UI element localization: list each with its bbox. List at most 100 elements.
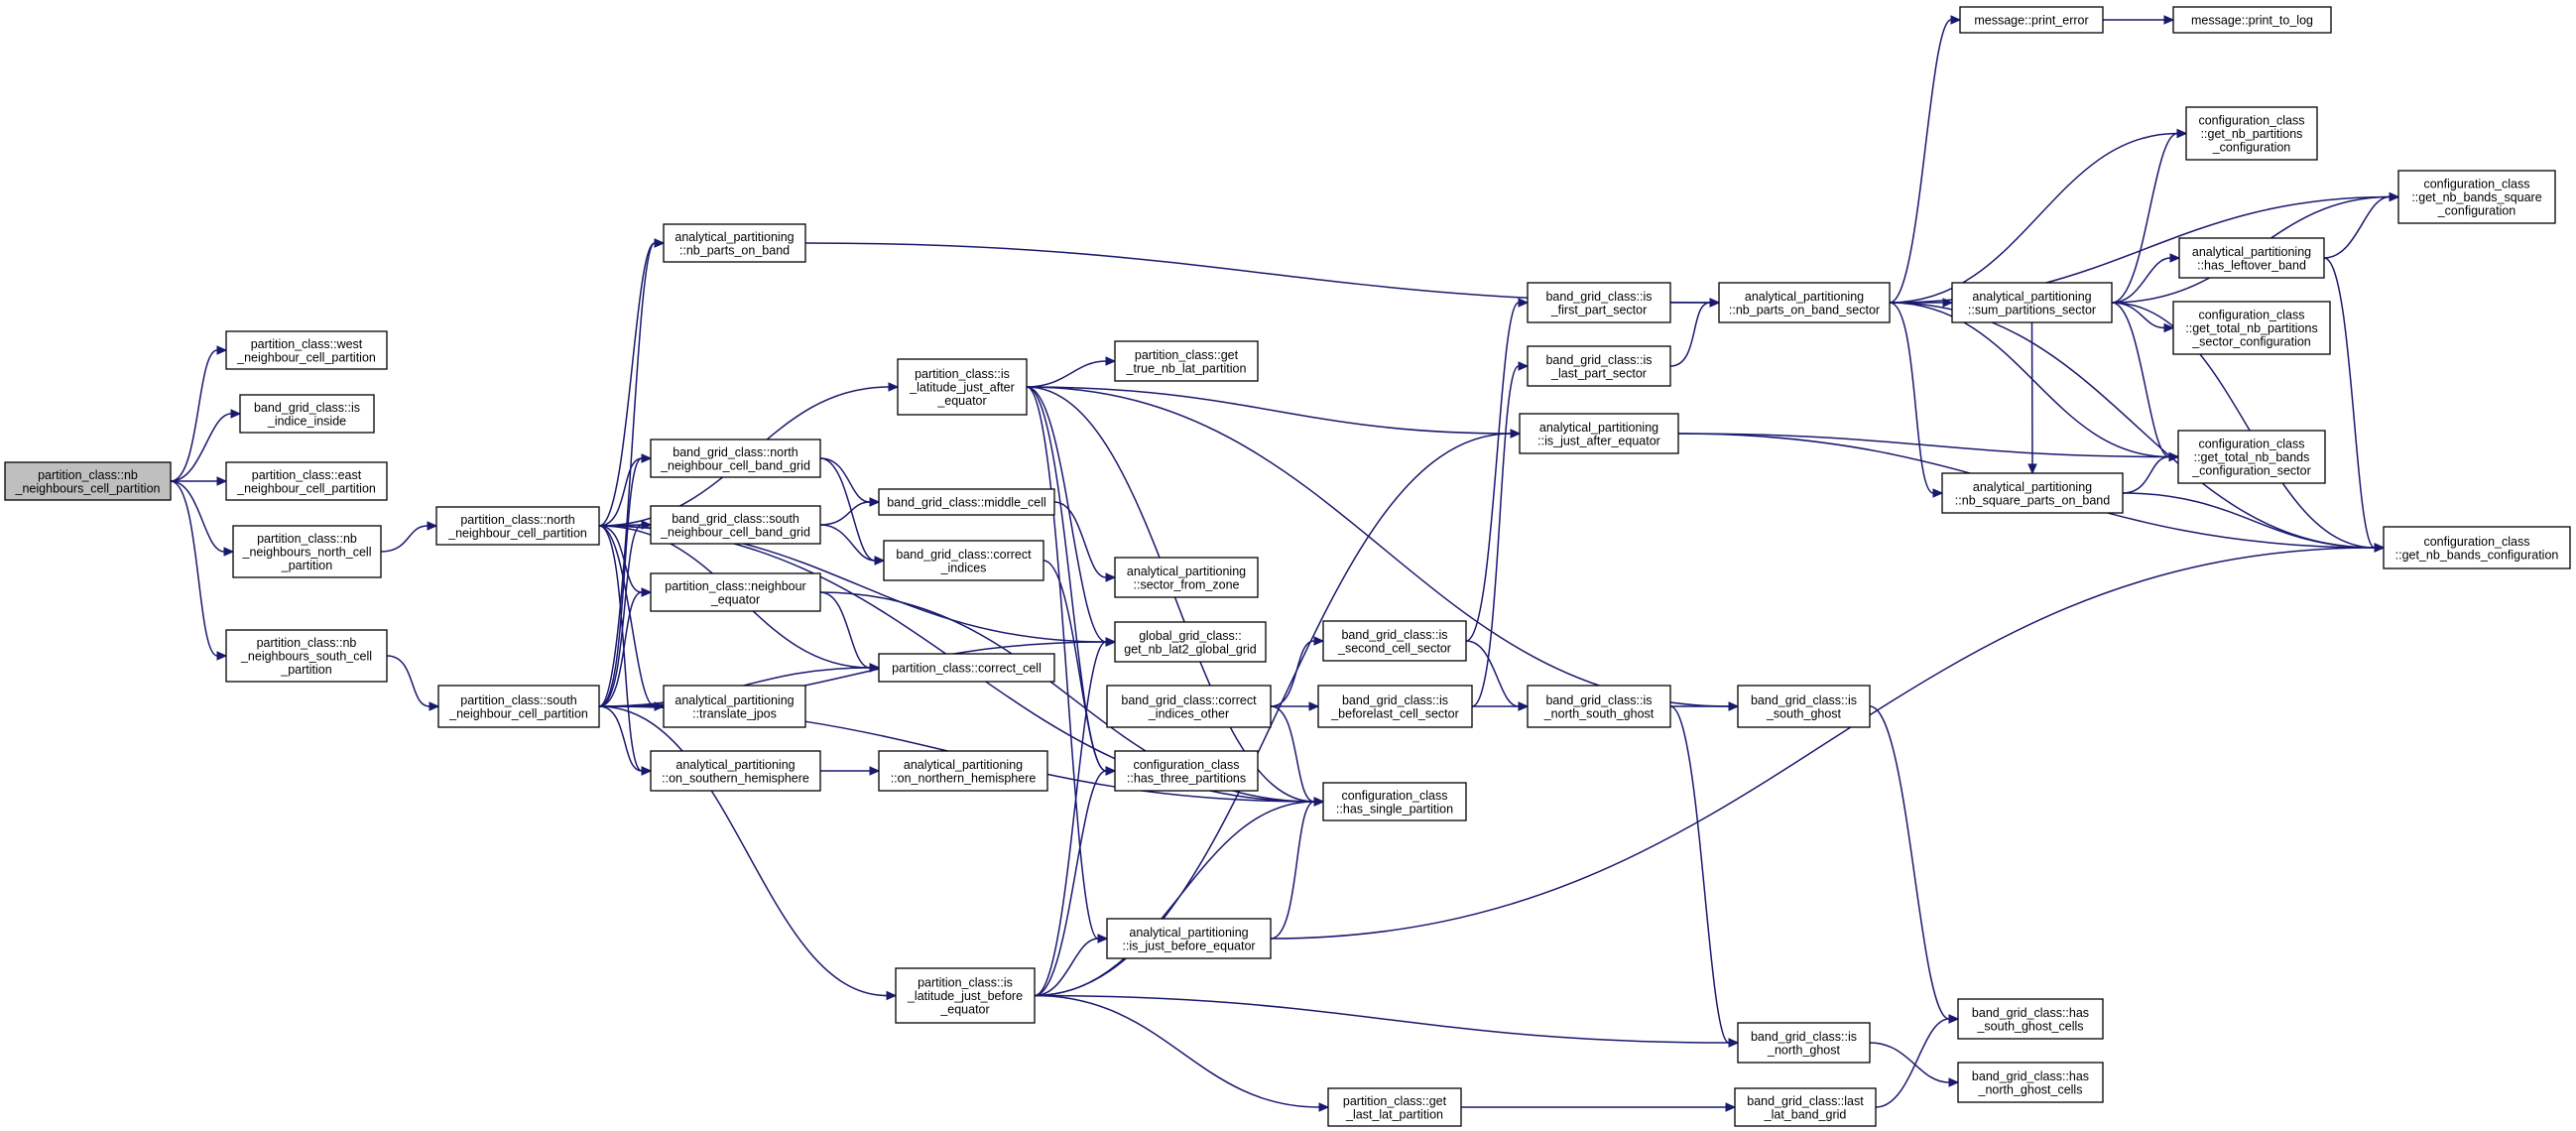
node-has-south-ghost-cells[interactable]: band_grid_class::has_south_ghost_cells xyxy=(1957,998,2104,1040)
node-get-total-nb-bands[interactable]: configuration_class::get_total_nb_bands_… xyxy=(2177,430,2326,484)
node-nb-parts-on-band[interactable]: analytical_partitioning::nb_parts_on_ban… xyxy=(663,223,806,263)
node-nbsouth[interactable]: partition_class::nb_neighbours_south_cel… xyxy=(225,629,388,683)
edge-line xyxy=(1034,641,1107,997)
node-correct-indices[interactable]: band_grid_class::correct_indices xyxy=(883,540,1044,581)
node-get-nb-bands-configuration[interactable]: configuration_class::get_nb_bands_config… xyxy=(2383,526,2571,569)
node-box xyxy=(878,488,1055,516)
node-translate-jpos[interactable]: analytical_partitioning::translate_jpos xyxy=(663,685,806,728)
node-get-nb-bands-square[interactable]: configuration_class::get_nb_bands_square… xyxy=(2397,170,2556,224)
node-label: _true_nb_lat_partition xyxy=(1126,361,1247,375)
edge-is-just-before-to-has-single xyxy=(1270,797,1325,940)
node-box xyxy=(663,685,806,728)
node-root[interactable]: partition_class::nb_neighbours_cell_part… xyxy=(4,461,172,501)
node-indice-inside[interactable]: band_grid_class::is_indice_inside xyxy=(239,394,375,434)
node-northnb[interactable]: partition_class::north_neighbour_cell_pa… xyxy=(435,506,600,546)
node-west[interactable]: partition_class::west_neighbour_cell_par… xyxy=(225,330,388,370)
edge-arrowhead xyxy=(641,520,653,530)
node-north-ghost[interactable]: band_grid_class::is_north_ghost xyxy=(1737,1022,1871,1064)
node-has-three[interactable]: configuration_class::has_three_partition… xyxy=(1114,750,1259,792)
edge-line xyxy=(1869,1042,1950,1083)
node-has-single[interactable]: configuration_class::has_single_partitio… xyxy=(1322,782,1467,821)
node-correct-indices-other[interactable]: band_grid_class::correct_indices_other xyxy=(1106,685,1272,728)
node-correct-cell[interactable]: partition_class::correct_cell xyxy=(878,653,1055,683)
edge-arrowhead xyxy=(2389,191,2400,202)
node-label: _equator xyxy=(939,1003,989,1017)
edge-arrowhead xyxy=(869,497,881,507)
edge-lat-just-before-to-is-just-before xyxy=(1034,934,1109,997)
node-box xyxy=(878,750,1048,792)
node-get-nb-partitions[interactable]: configuration_class::get_nb_partitions_c… xyxy=(2185,106,2318,161)
edge-line xyxy=(1875,1018,1950,1108)
node-sector-from-zone[interactable]: analytical_partitioning::sector_from_zon… xyxy=(1114,557,1259,598)
edge-south-ghost-to-has-south-ghost-cells xyxy=(1869,705,1960,1024)
node-beforelast-cell-sector[interactable]: band_grid_class::is_beforelast_cell_sect… xyxy=(1317,685,1473,728)
node-get-true-nb-lat[interactable]: partition_class::get_true_nb_lat_partiti… xyxy=(1114,340,1259,382)
node-get-last-lat[interactable]: partition_class::get_last_lat_partition xyxy=(1327,1087,1462,1127)
node-box xyxy=(2185,106,2318,161)
node-box xyxy=(1718,282,1891,323)
node-box xyxy=(650,750,821,792)
node-east[interactable]: partition_class::east_neighbour_cell_par… xyxy=(225,461,388,501)
node-has-leftover-band[interactable]: analytical_partitioning::has_leftover_ba… xyxy=(2178,237,2325,279)
node-get-nb-lat2[interactable]: global_grid_class::get_nb_lat2_global_gr… xyxy=(1114,621,1267,663)
node-label: ::get_nb_bands_square xyxy=(2411,190,2541,204)
node-nbnorth[interactable]: partition_class::nb_neighbours_north_cel… xyxy=(232,525,382,578)
node-last-part-sector[interactable]: band_grid_class::is_last_part_sector xyxy=(1527,345,1671,387)
node-label: _neighbour_cell_partition xyxy=(448,706,588,720)
edge-line xyxy=(598,705,888,997)
node-north-south-ghost[interactable]: band_grid_class::is_north_south_ghost xyxy=(1527,685,1671,728)
node-label: _north_south_ghost xyxy=(1543,706,1655,720)
node-on-southern[interactable]: analytical_partitioning::on_southern_hem… xyxy=(650,750,821,792)
node-label: band_grid_class::has xyxy=(1972,1069,2089,1083)
node-label: band_grid_class::correct xyxy=(896,548,1032,562)
node-on-northern[interactable]: analytical_partitioning::on_northern_hem… xyxy=(878,750,1048,792)
node-has-north-ghost-cells[interactable]: band_grid_class::has_north_ghost_cells xyxy=(1957,1062,2104,1103)
node-label: ::get_nb_bands_configuration xyxy=(2395,548,2559,562)
node-sum-partitions-sector[interactable]: analytical_partitioning::sum_partitions_… xyxy=(1951,282,2113,323)
node-box xyxy=(4,461,172,501)
node-print-to-log[interactable]: message::print_to_log xyxy=(2172,6,2332,34)
node-box xyxy=(650,439,821,478)
node-box xyxy=(1106,685,1272,728)
node-is-just-after[interactable]: analytical_partitioning::is_just_after_e… xyxy=(1519,413,1679,454)
edge-nbnorth-to-northnb xyxy=(380,521,438,553)
node-box xyxy=(1106,918,1272,959)
node-southnb[interactable]: partition_class::south_neighbour_cell_pa… xyxy=(437,685,600,728)
node-label: analytical_partitioning xyxy=(1539,421,1658,435)
node-label: _indice_inside xyxy=(267,414,346,428)
node-pc-nb-equator[interactable]: partition_class::neighbour_equator xyxy=(650,572,821,612)
edge-is-just-before-to-get-nb-bands-configuration xyxy=(1270,543,2386,940)
edge-line xyxy=(598,525,643,593)
node-second-cell-sector[interactable]: band_grid_class::is_second_cell_sector xyxy=(1322,620,1467,662)
node-lat-just-before[interactable]: partition_class::is_latitude_just_before… xyxy=(895,967,1036,1024)
edge-sum-partitions-sector-to-has-leftover-band xyxy=(2111,253,2181,304)
node-label: band_grid_class::last xyxy=(1747,1094,1864,1108)
node-bg-south-nb[interactable]: band_grid_class::south_neighbour_cell_ba… xyxy=(650,505,821,545)
edge-bg-south-nb-to-middle-cell xyxy=(819,497,881,526)
node-label: _configuration xyxy=(2212,141,2291,155)
node-south-ghost[interactable]: band_grid_class::is_south_ghost xyxy=(1737,685,1871,728)
node-label: _equator xyxy=(710,592,760,606)
node-box xyxy=(878,653,1055,683)
node-first-part-sector[interactable]: band_grid_class::is_first_part_sector xyxy=(1527,282,1671,323)
edge-arrowhead xyxy=(230,409,242,419)
node-label: _configuration_sector xyxy=(2191,464,2311,478)
node-nb-square-parts[interactable]: analytical_partitioning::nb_square_parts… xyxy=(1941,472,2124,514)
node-get-total-nb-partitions[interactable]: configuration_class::get_total_nb_partit… xyxy=(2172,301,2331,355)
node-label: _first_part_sector xyxy=(1550,303,1648,316)
node-is-just-before[interactable]: analytical_partitioning::is_just_before_… xyxy=(1106,918,1272,959)
node-nb-parts-on-band-sector[interactable]: analytical_partitioning::nb_parts_on_ban… xyxy=(1718,282,1891,323)
edge-line xyxy=(1270,547,2376,940)
node-last-lat-band-grid[interactable]: band_grid_class::last_lat_band_grid xyxy=(1734,1087,1877,1127)
node-label: partition_class::south xyxy=(460,693,576,707)
edge-line xyxy=(819,524,876,562)
node-print-error[interactable]: message::print_error xyxy=(1959,6,2104,34)
node-middle-cell[interactable]: band_grid_class::middle_cell xyxy=(878,488,1055,516)
node-label: configuration_class xyxy=(1133,758,1239,772)
edge-line xyxy=(1889,132,2178,304)
node-lat-just-after[interactable]: partition_class::is_latitude_just_after_… xyxy=(897,358,1028,416)
node-bg-north-nb[interactable]: band_grid_class::north_neighbour_cell_ba… xyxy=(650,439,821,478)
edge-arrowhead xyxy=(654,238,666,248)
edge-correct-indices-other-to-has-single xyxy=(1270,705,1325,807)
node-label: partition_class::get xyxy=(1343,1094,1447,1108)
